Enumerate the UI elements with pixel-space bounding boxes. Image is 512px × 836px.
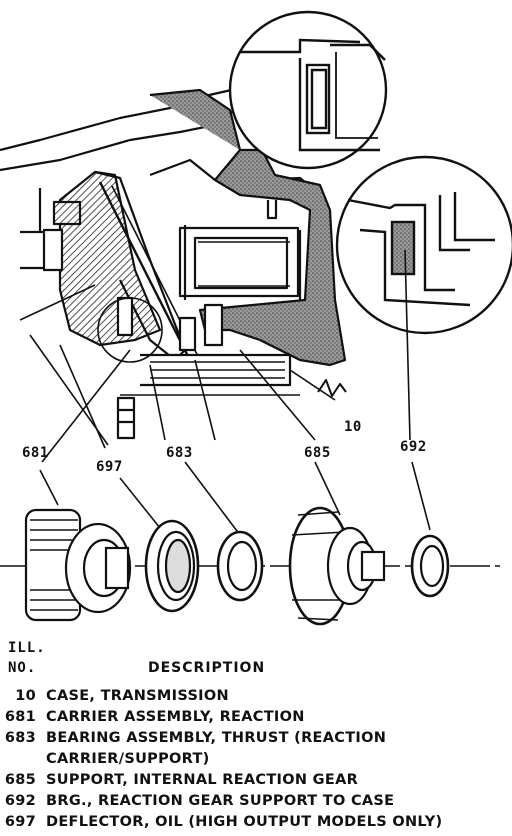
legend-row-continuation: CARRIER/SUPPORT) [46,751,210,767]
cross-section-assembly [0,69,347,440]
legend-row: 692 BRG., REACTION GEAR SUPPORT TO CASE [0,793,512,813]
legend-row: 681 CARRIER ASSEMBLY, REACTION [0,709,512,729]
legend-row: 683 BEARING ASSEMBLY, THRUST (REACTION [0,730,512,750]
legend-row-text: BRG., REACTION GEAR SUPPORT TO CASE [46,793,395,809]
part-683-thrust-bearing [216,530,264,602]
callout-681: 681 [22,445,49,461]
legend-row-number: 10 [15,688,36,704]
legend-row-number: 683 [4,730,36,746]
legend-no-header: NO. [8,660,37,676]
callout-10: 10 [344,419,362,435]
exploded-parts [0,506,500,626]
part-692-bearing-support-to-case [410,534,450,598]
leader-lines [39,249,431,536]
callout-692: 692 [400,439,427,455]
legend-ill-header: ILL. [8,640,46,656]
legend-row: 10 CASE, TRANSMISSION [0,688,512,708]
part-685-internal-reaction-gear-support [288,506,386,626]
legend-row: 685 SUPPORT, INTERNAL REACTION GEAR [0,772,512,792]
legend-row-text: CASE, TRANSMISSION [46,688,229,704]
detail-view-upper [228,10,388,170]
legend-description-header: DESCRIPTION [148,660,266,676]
legend-row-number: 685 [4,772,36,788]
legend-row-number: 697 [4,814,36,830]
legend-row-text: CARRIER ASSEMBLY, REACTION [46,709,305,725]
legend-row-number: 692 [4,793,36,809]
part-681-carrier-assembly [24,508,132,622]
callout-697: 697 [96,459,123,475]
legend-row-text: SUPPORT, INTERNAL REACTION GEAR [46,772,359,788]
legend-row-number: 681 [4,709,36,725]
legend-row-text: DEFLECTOR, OIL (HIGH OUTPUT MODELS ONLY) [46,814,443,830]
part-697-oil-deflector [144,519,200,613]
legend-row: 697 DEFLECTOR, OIL (HIGH OUTPUT MODELS O… [0,814,512,834]
parts-legend: ILL. NO. DESCRIPTION 10 CASE, TRANSMISSI… [0,636,512,836]
callout-683: 683 [166,445,193,461]
detail-view-right [335,155,512,335]
exploded-view-drawing [0,10,512,626]
legend-row-text: BEARING ASSEMBLY, THRUST (REACTION [46,730,387,746]
callout-685: 685 [304,445,331,461]
